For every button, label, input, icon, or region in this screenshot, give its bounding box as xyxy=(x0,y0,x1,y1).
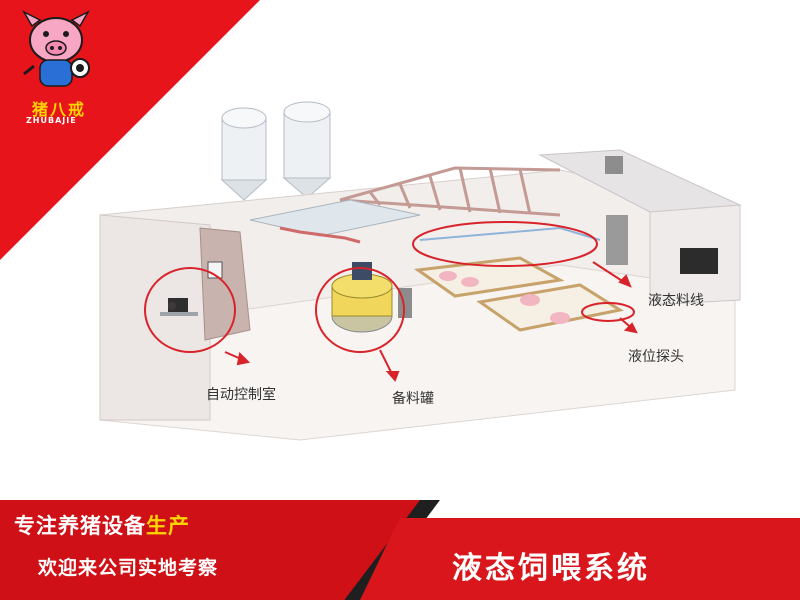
feed-silos xyxy=(220,101,332,201)
system-title: 液态饲喂系统 xyxy=(452,551,650,586)
tagline-main-text: 专注养猪设备 xyxy=(14,514,146,538)
prep-tank xyxy=(331,262,393,333)
prep-tank-circle xyxy=(315,267,405,353)
control-room-circle xyxy=(144,267,236,353)
label-level-probe: 液位探头 xyxy=(628,349,684,365)
pig-mascot-icon xyxy=(22,10,90,87)
banner-right xyxy=(360,518,800,600)
tagline-sub: 欢迎来公司实地考察 xyxy=(38,557,219,579)
label-prep-tank: 备料罐 xyxy=(392,391,434,407)
logo-text: 猪八戒 xyxy=(32,100,87,119)
brand-logo: 猪八戒 ZHUBAJIE xyxy=(10,8,102,126)
banner-left xyxy=(0,500,420,600)
pig-pens xyxy=(413,256,624,332)
operator-desk xyxy=(160,298,198,316)
label-feed-line: 液态料线 xyxy=(648,293,704,309)
annotation-arrows xyxy=(224,261,638,382)
level-probe-circle xyxy=(581,302,635,322)
feed-pipe xyxy=(279,226,361,244)
tagline-main: 专注养猪设备生产 xyxy=(14,510,190,540)
highlight-circles xyxy=(144,221,635,353)
tagline-highlight: 生产 xyxy=(146,514,190,538)
water-pipe xyxy=(419,226,601,241)
logo-subtext: ZHUBAJIE xyxy=(26,116,77,125)
label-control-room: 自动控制室 xyxy=(206,387,276,403)
mixer-unit xyxy=(606,215,628,265)
roof-truss xyxy=(339,166,561,217)
feed-line-circle xyxy=(412,221,598,267)
